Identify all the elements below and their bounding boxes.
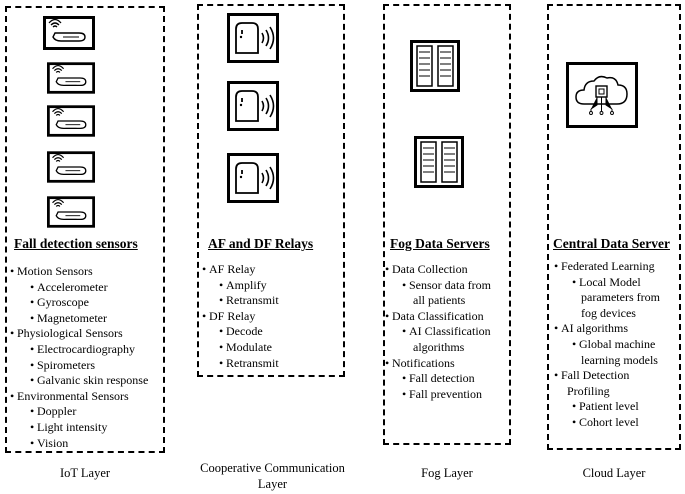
list-item: Global machine bbox=[572, 337, 685, 353]
cooperative-layer-panel bbox=[197, 4, 345, 377]
list-item: learning models bbox=[581, 352, 658, 367]
list-item: Galvanic skin response bbox=[30, 373, 202, 389]
list-item: Fall detection bbox=[402, 371, 685, 387]
list-item: Accelerometer bbox=[30, 280, 202, 296]
list-item: Notifications bbox=[385, 356, 685, 372]
list-item: Modulate bbox=[219, 340, 571, 356]
iot-layer-heading: Fall detection sensors bbox=[14, 236, 138, 251]
fog-layer-panel bbox=[383, 4, 511, 445]
list-item: fog devices bbox=[581, 305, 636, 320]
list-item: AI Classification bbox=[402, 324, 685, 340]
list-item: Data Collection bbox=[385, 262, 685, 278]
cooperative-layer-caption: Cooperative Communication Layer bbox=[180, 460, 365, 492]
list-item: Federated Learning bbox=[554, 259, 685, 275]
hand-sensor-icon bbox=[47, 151, 95, 183]
list-item: Magnetometer bbox=[30, 311, 202, 327]
list-item: Gyroscope bbox=[30, 295, 202, 311]
list-item: Environmental Sensors bbox=[10, 389, 182, 405]
list-item: Doppler bbox=[30, 404, 202, 420]
list-item: Amplify bbox=[219, 278, 571, 294]
hand-sensor-icon bbox=[47, 105, 95, 137]
fog-layer-heading: Fog Data Servers bbox=[390, 236, 490, 251]
server-rack-icon bbox=[410, 40, 460, 92]
list-item: Light intensity bbox=[30, 420, 202, 436]
list-item: Vision bbox=[30, 436, 202, 452]
cloud-layer-panel bbox=[547, 4, 681, 450]
list-item: Spirometers bbox=[30, 358, 202, 374]
fog-layer-caption: Fog Layer bbox=[421, 466, 473, 480]
list-item: Patient level bbox=[572, 399, 685, 415]
hand-sensor-icon bbox=[47, 196, 95, 228]
wireless-relay-icon bbox=[227, 13, 279, 63]
list-item: Retransmit bbox=[219, 356, 571, 372]
list-item: Sensor data from bbox=[402, 278, 685, 294]
hand-sensor-icon bbox=[47, 62, 95, 94]
cloud-layer-list: Federated Learning Local Model parameter… bbox=[0, 259, 681, 431]
list-item: Physiological Sensors bbox=[10, 326, 182, 342]
wireless-relay-icon bbox=[227, 81, 279, 131]
fog-layer-list: Data Collection Sensor data from all pat… bbox=[0, 262, 511, 402]
list-item: AF Relay bbox=[202, 262, 554, 278]
iot-layer-panel bbox=[5, 6, 165, 453]
list-item: Profiling bbox=[567, 383, 610, 398]
iot-layer-caption: IoT Layer bbox=[59, 466, 111, 480]
server-rack-icon bbox=[414, 136, 464, 188]
wireless-relay-icon bbox=[227, 153, 279, 203]
list-item: algorithms bbox=[413, 339, 465, 354]
list-item: Fall Detection bbox=[554, 368, 685, 384]
list-item: DF Relay bbox=[202, 309, 554, 325]
cloud-chip-icon bbox=[566, 62, 638, 128]
list-item: AI algorithms bbox=[554, 321, 685, 337]
list-item: Decode bbox=[219, 324, 571, 340]
list-item: parameters from bbox=[581, 290, 660, 305]
list-item: Retransmit bbox=[219, 293, 571, 309]
list-item: Fall prevention bbox=[402, 387, 685, 403]
cooperative-layer-list: AF Relay Amplify Retransmit DF Relay Dec… bbox=[0, 262, 345, 371]
cooperative-layer-heading: AF and DF Relays bbox=[208, 236, 314, 251]
hand-sensor-icon bbox=[43, 16, 95, 50]
caption-line: Layer bbox=[257, 477, 288, 491]
list-item: Local Model bbox=[572, 275, 685, 291]
cloud-layer-heading: Central Data Server bbox=[553, 236, 670, 251]
list-item: all patients bbox=[413, 293, 466, 308]
list-item: Data Classification bbox=[385, 309, 685, 325]
list-item: Motion Sensors bbox=[10, 264, 182, 280]
iot-layer-list: Motion Sensors Accelerometer Gyroscope M… bbox=[0, 264, 165, 451]
list-item: Cohort level bbox=[572, 415, 685, 431]
cloud-layer-caption: Cloud Layer bbox=[582, 466, 646, 480]
list-item: Electrocardiography bbox=[30, 342, 202, 358]
caption-line: Cooperative Communication bbox=[200, 461, 345, 475]
